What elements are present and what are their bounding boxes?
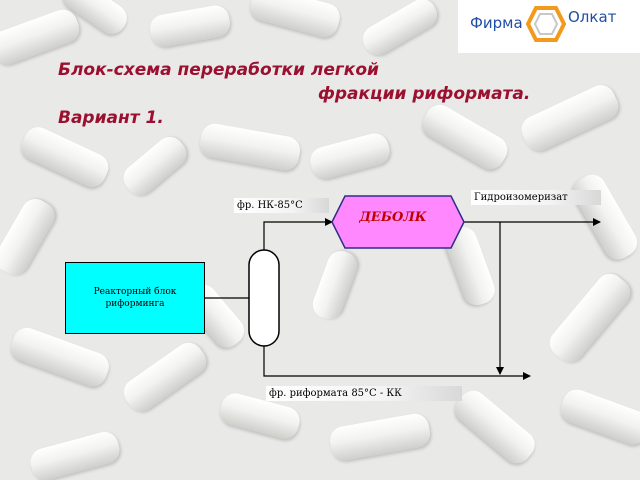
distillation-column <box>248 249 280 347</box>
debolk-unit <box>331 195 465 249</box>
logo-text-right: Олкат <box>568 8 617 26</box>
debolk-label: ДЕБОЛК <box>359 210 427 225</box>
line-column-top-to-debolk <box>263 218 333 250</box>
line-column-bottom-out <box>263 346 531 380</box>
bottom-stream-label: фр. риформата 85°С - КК <box>266 386 462 401</box>
logo-text-left: Фирма <box>470 14 523 32</box>
product-stream-label: Гидроизомеризат <box>471 190 601 205</box>
logo-hexagon-icon <box>526 6 566 42</box>
title-line-2: фракции риформата. <box>318 84 531 104</box>
top-stream-label: фр. НК-85°С <box>234 198 329 213</box>
reactor-block-label: Реакторный блок риформинга <box>93 287 177 309</box>
company-logo: Фирма Олкат <box>458 0 640 53</box>
reactor-block: Реакторный блок риформинга <box>65 262 205 334</box>
title-line-3: Вариант 1. <box>58 108 164 128</box>
title-line-1: Блок-схема переработки легкой <box>58 60 379 80</box>
